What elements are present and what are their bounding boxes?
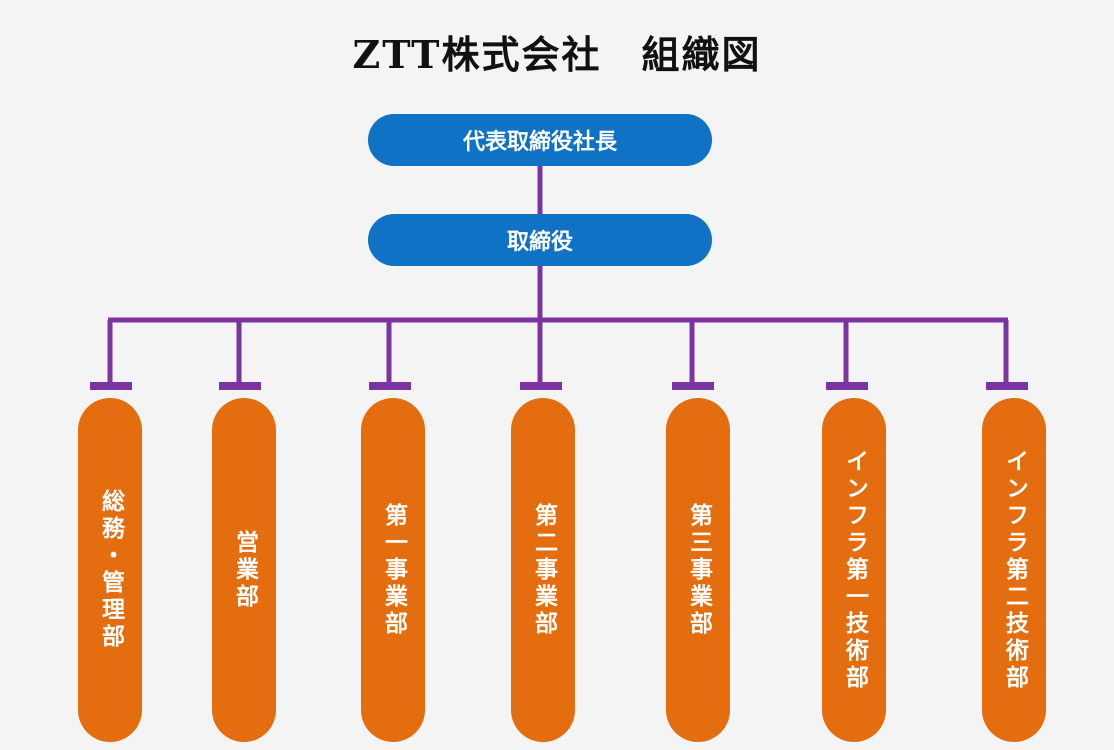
dept-box-sales: 営業部: [212, 398, 276, 742]
connector-caps: [90, 382, 1028, 390]
dept-box-infra-tech-2: インフラ第二技術部: [982, 398, 1046, 742]
connector-cap-6: [826, 382, 868, 390]
dept-label: 営業部: [231, 529, 258, 611]
president-label: 代表取締役社長: [462, 130, 617, 155]
connector-cap-7: [986, 382, 1028, 390]
dept-label: インフラ第二技術部: [1001, 448, 1028, 692]
dept-box-infra-tech-1: インフラ第一技術部: [822, 398, 886, 742]
connector-cap-4: [520, 382, 562, 390]
dept-box-business-3: 第三事業部: [666, 398, 730, 742]
chart-title: ZTT株式会社 組織図: [352, 32, 762, 77]
dept-box-business-2: 第二事業部: [511, 398, 575, 742]
president-box: 代表取締役社長: [368, 114, 712, 166]
directors-box: 取締役: [368, 214, 712, 266]
dept-label: 第三事業部: [685, 502, 712, 638]
directors-label: 取締役: [506, 230, 573, 255]
dept-label: インフラ第一技術部: [841, 448, 868, 692]
dept-box-general-affairs: 総務・管理部: [78, 398, 142, 742]
dept-label: 第一事業部: [380, 502, 407, 638]
connector-cap-1: [90, 382, 132, 390]
connector-cap-3: [369, 382, 411, 390]
connector-cap-5: [672, 382, 714, 390]
dept-label: 総務・管理部: [97, 489, 124, 651]
dept-label: 第二事業部: [530, 502, 557, 638]
connector-lines: [107, 166, 1009, 386]
dept-box-business-1: 第一事業部: [361, 398, 425, 742]
connector-cap-2: [219, 382, 261, 390]
